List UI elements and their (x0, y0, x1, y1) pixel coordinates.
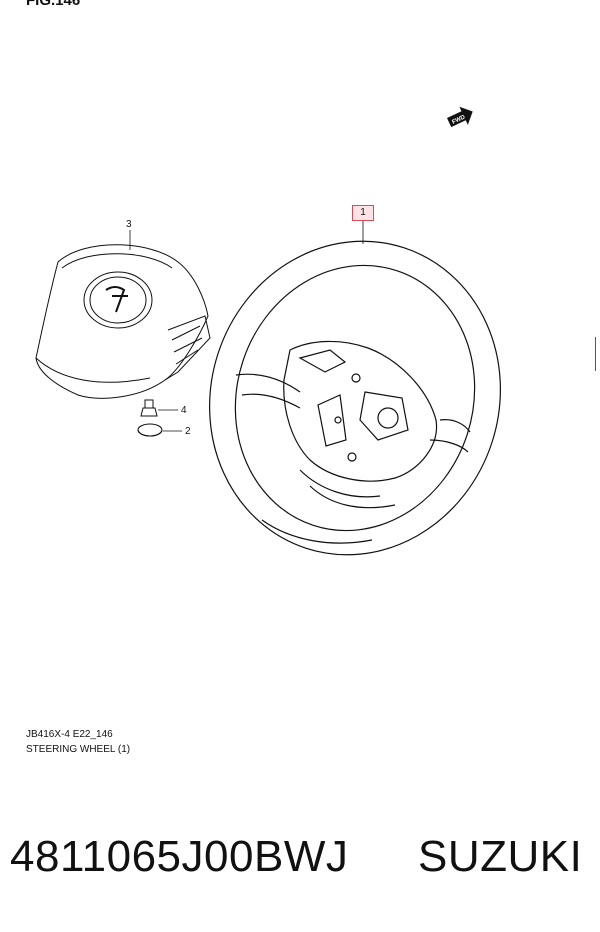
part-number: 4811065J00BWJ (10, 832, 349, 881)
fwd-label: FWD (451, 114, 467, 125)
footer-bar (0, 775, 600, 932)
brand-name: SUZUKI (418, 832, 583, 881)
steering-wheel-diagram: FWD 3 4 2 (35, 106, 501, 556)
cap-part (137, 423, 163, 437)
callout-3: 3 (126, 219, 132, 230)
bolt-part (140, 399, 158, 417)
callout-2: 2 (185, 426, 191, 437)
callout-4: 4 (181, 405, 187, 416)
figure-name: STEERING WHEEL (1) (26, 744, 131, 755)
callout-1: 1 (352, 205, 374, 221)
fwd-arrow-icon: FWD (447, 106, 473, 128)
figure-code: JB416X-4 E22_146 (26, 729, 113, 740)
figure-title: FIG.146 (26, 0, 81, 9)
figure-info: JB416X-4 E22_146 STEERING WHEEL (1) (26, 727, 130, 757)
airbag-module (35, 244, 211, 399)
edge-mark (595, 337, 600, 371)
steering-wheel-part (209, 240, 501, 556)
